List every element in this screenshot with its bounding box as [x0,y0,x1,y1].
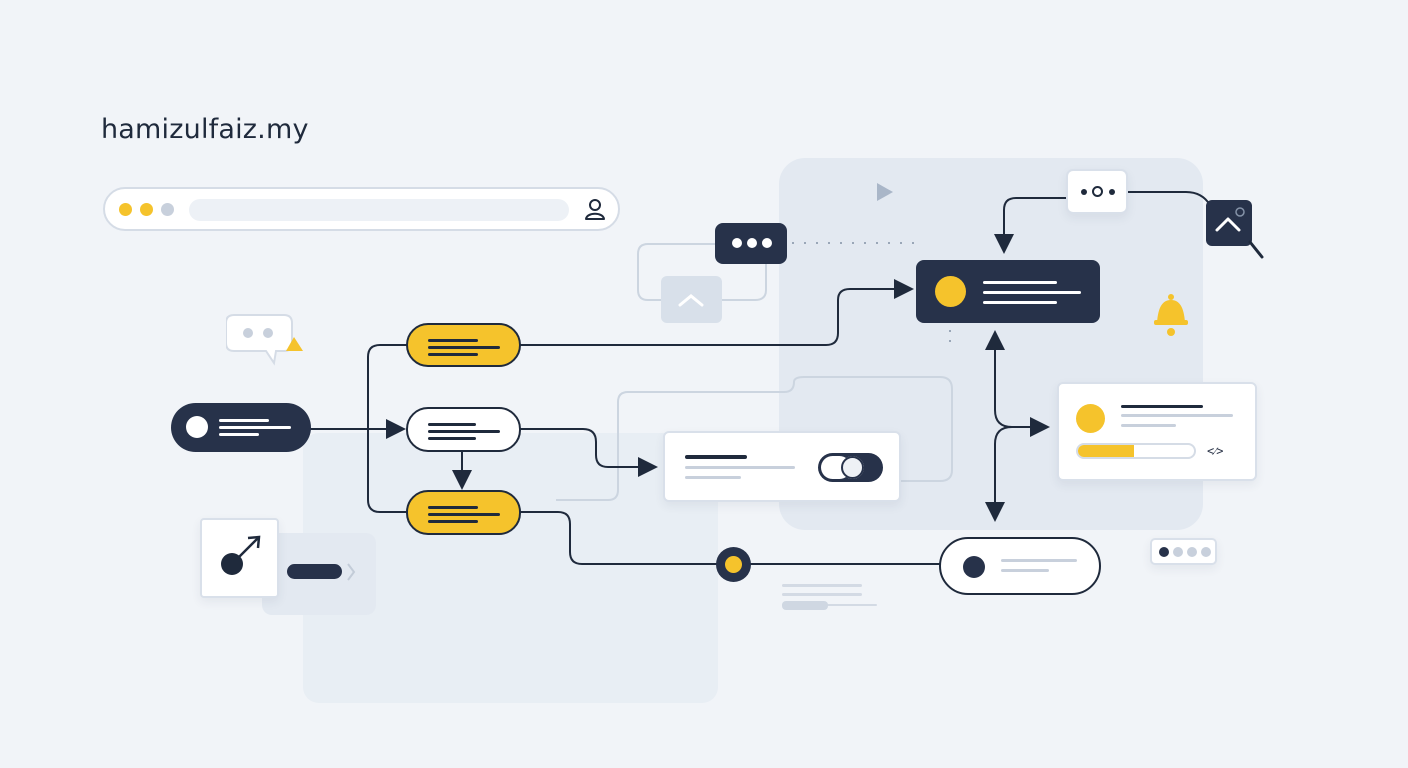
page-dot[interactable] [1187,547,1197,557]
mini-bar [782,601,828,610]
junction-node[interactable] [716,547,751,582]
arrow-diagonal-icon [221,535,261,575]
page-dot-active[interactable] [1159,547,1169,557]
page-dot[interactable] [1173,547,1183,557]
search-input[interactable] [189,199,569,221]
text-line [1121,414,1233,417]
profile-progress-card[interactable]: <⁄> [1057,382,1257,481]
chevron-up-icon [678,294,704,307]
text-line [428,346,500,349]
avatar [935,276,966,307]
text-line [428,353,478,356]
text-line [685,455,747,459]
text-line [428,339,478,342]
text-line [782,584,862,587]
ellipsis-tag[interactable] [715,223,787,264]
text-line [428,513,500,516]
pagination-dots[interactable] [1150,538,1217,565]
text-line [428,437,476,440]
browser-search-bar[interactable] [103,187,620,231]
toggle-switch[interactable] [818,453,883,482]
primary-node-card[interactable] [916,260,1100,323]
play-icon[interactable] [875,182,895,207]
ellipsis-dot [732,238,742,248]
options-card[interactable] [1066,169,1128,214]
text-line [428,430,500,433]
toggle-knob-ring [841,456,864,479]
ellipsis-dot [747,238,757,248]
mini-progress-pill[interactable] [287,564,342,579]
chevron-right-icon[interactable] [346,562,356,587]
window-dot-yellow [119,203,132,216]
code-tag: <⁄> [1207,444,1224,458]
search-magnifier-icon [1215,207,1264,259]
option-dot [1081,189,1087,195]
flow-node-yellow-1[interactable] [406,323,521,367]
progress-fill [1078,445,1134,457]
text-line [428,520,478,523]
text-line [983,301,1057,304]
text-line [219,433,259,436]
text-line [685,476,741,479]
user-icon[interactable] [583,197,607,228]
text-line [219,419,269,422]
arrow-tile[interactable] [200,518,279,598]
text-line [1001,569,1049,572]
avatar [1076,404,1105,433]
option-ring [1092,186,1103,197]
page-dot[interactable] [1201,547,1211,557]
window-dot-gray [161,203,174,216]
chat-bubble-icon[interactable] [225,313,306,372]
text-line [1121,405,1203,408]
text-line [1001,559,1077,562]
start-node[interactable] [171,403,311,452]
option-dot [1109,189,1115,195]
ellipsis-dot [762,238,772,248]
text-line [428,506,478,509]
flow-node-yellow-2[interactable] [406,490,521,535]
flow-node-white[interactable] [406,407,521,452]
text-line [983,291,1081,294]
search-magnifier-card[interactable] [1206,200,1264,259]
text-line [782,593,862,596]
text-line [1121,424,1176,427]
toggle-card[interactable] [663,431,901,502]
junction-node-center [725,556,742,573]
site-title: hamizulfaiz.my [101,114,309,145]
progress-bar [1076,443,1196,459]
bell-icon[interactable] [1149,292,1193,343]
text-line [983,281,1057,284]
text-line [782,604,877,606]
text-line [428,423,476,426]
start-node-dot [186,416,208,438]
collapse-tile[interactable] [661,276,722,323]
end-node-dot [963,556,985,578]
text-line [219,426,291,429]
end-node[interactable] [939,537,1101,595]
text-line [685,466,795,469]
window-dot-yellow-2 [140,203,153,216]
